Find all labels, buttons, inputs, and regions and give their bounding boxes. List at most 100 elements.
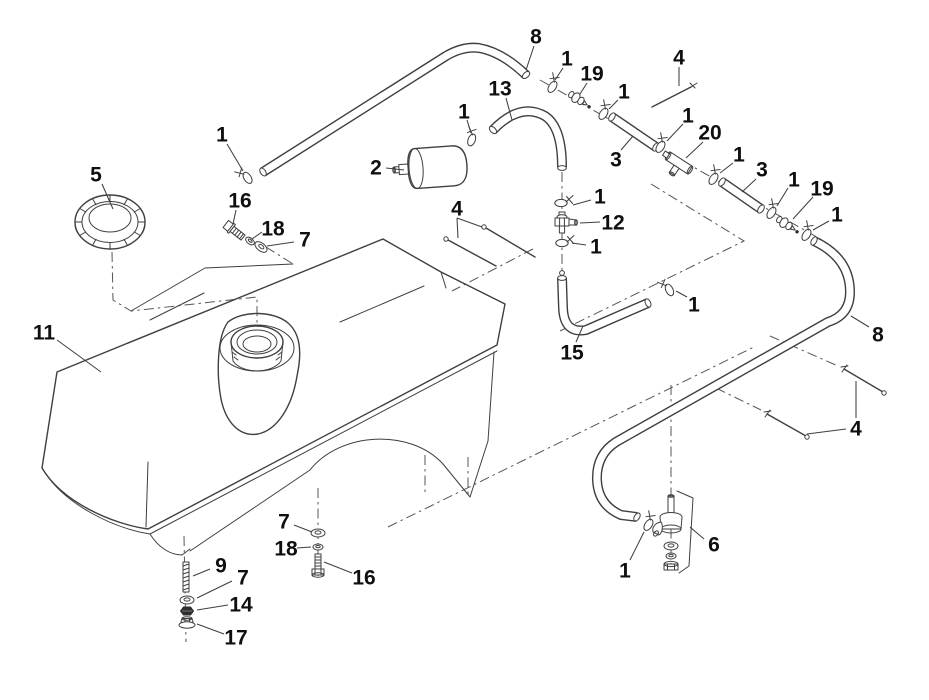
hose-clamp — [461, 125, 480, 148]
fuel-tank-drawing — [41, 238, 506, 556]
callout-leader-line — [196, 623, 225, 635]
callout-leader-line — [192, 568, 211, 577]
hose-8-upper-left — [259, 42, 531, 177]
callout-label-1: 1 — [216, 124, 228, 147]
callout-leader-line — [675, 290, 688, 298]
callout-label-1: 1 — [590, 236, 602, 259]
hose-3-upper — [608, 112, 660, 152]
callout-label-17: 17 — [224, 627, 247, 650]
fuel-valve-6 — [652, 490, 694, 574]
callout-label-3: 3 — [756, 159, 768, 182]
check-fitting-19-upper — [565, 88, 594, 112]
callout-label-12: 12 — [601, 212, 624, 235]
callout-leader-line — [776, 187, 789, 207]
callout-label-11: 11 — [33, 322, 56, 345]
callout-leader-line — [741, 178, 757, 193]
callout-leader-line — [806, 428, 847, 435]
hose-15 — [557, 270, 652, 336]
hose-clamp — [555, 235, 575, 248]
callout-leader-line — [232, 209, 237, 225]
callout-label-20: 20 — [698, 122, 721, 145]
callout-leader-line — [571, 242, 587, 246]
washer-7-left — [179, 595, 195, 605]
callout-label-6: 6 — [708, 534, 720, 557]
callout-label-3: 3 — [610, 149, 622, 172]
callout-label-1: 1 — [831, 204, 843, 227]
cable-ties — [443, 82, 887, 440]
callout-leader-line — [251, 231, 263, 240]
callout-label-1: 1 — [594, 186, 606, 209]
callout-label-7: 7 — [237, 567, 249, 590]
nut-17 — [178, 616, 196, 629]
callout-leader-line — [689, 526, 705, 540]
callout-leader-line — [554, 67, 564, 81]
callout-label-1: 1 — [618, 81, 630, 104]
callout-label-9: 9 — [215, 555, 227, 578]
callout-leader-line — [56, 339, 102, 373]
callout-label-7: 7 — [278, 511, 290, 534]
fuel-filter-drawing — [392, 145, 468, 190]
callout-label-8: 8 — [872, 324, 884, 347]
callout-leader-line — [266, 241, 295, 247]
callout-label-1: 1 — [788, 169, 800, 192]
callout-leader-line — [792, 196, 814, 220]
callout-label-18: 18 — [274, 538, 298, 561]
callout-leader-line — [466, 119, 472, 134]
callout-leader-line — [812, 220, 830, 231]
callout-label-14: 14 — [229, 594, 253, 617]
callout-label-13: 13 — [488, 78, 511, 101]
callout-leader-line — [575, 325, 584, 343]
callout-leader-line — [719, 162, 734, 174]
callout-label-18: 18 — [261, 218, 285, 241]
callout-label-2: 2 — [370, 157, 382, 180]
callout-label-4: 4 — [850, 418, 862, 441]
callout-leader-line — [323, 561, 353, 574]
callout-label-16: 16 — [228, 190, 251, 213]
callout-label-19: 19 — [810, 178, 833, 201]
hose-13 — [488, 106, 567, 171]
callout-label-1: 1 — [682, 105, 694, 128]
hose-3-lower — [718, 177, 765, 214]
callout-leader-line — [385, 167, 405, 171]
washer-7-upper — [252, 239, 270, 255]
hose-clamp — [554, 195, 574, 208]
washer-18-lower — [312, 543, 324, 551]
callout-leader-line — [608, 99, 619, 110]
callout-label-1: 1 — [458, 101, 470, 124]
callout-leader-line — [101, 183, 114, 210]
callout-label-4: 4 — [451, 198, 463, 221]
hose-8-right — [591, 236, 855, 522]
callout-label-15: 15 — [560, 342, 584, 365]
callout-label-4: 4 — [673, 47, 685, 70]
callout-leader-line — [579, 82, 588, 95]
callout-leader-line — [226, 143, 244, 172]
tee-fitting-20 — [662, 150, 694, 177]
stud-9 — [182, 561, 190, 593]
callout-leader-line — [620, 135, 634, 151]
callout-leader-line — [666, 123, 684, 142]
callout-leader-line — [685, 141, 704, 159]
nut-14 — [179, 606, 195, 616]
callout-leader-line — [629, 531, 645, 561]
callout-label-1: 1 — [561, 48, 573, 71]
callout-leader-line — [456, 217, 483, 228]
callout-leader-line — [579, 221, 601, 224]
hose-clamp — [657, 277, 676, 300]
callout-label-16: 16 — [352, 567, 375, 590]
hose-clamp — [234, 165, 255, 188]
callout-leader-line — [850, 315, 870, 328]
callout-leader-line — [196, 604, 229, 611]
callout-label-19: 19 — [580, 63, 603, 86]
callout-label-8: 8 — [530, 26, 542, 49]
callout-leader-line — [293, 524, 313, 533]
callout-label-5: 5 — [90, 164, 102, 187]
callout-leader-line — [572, 199, 592, 206]
hose-clamps — [234, 72, 817, 533]
bolt-16-upper — [222, 219, 246, 241]
callout-leader-line — [525, 45, 535, 71]
callout-leader-line — [505, 97, 513, 121]
callout-leader-line — [456, 217, 459, 239]
